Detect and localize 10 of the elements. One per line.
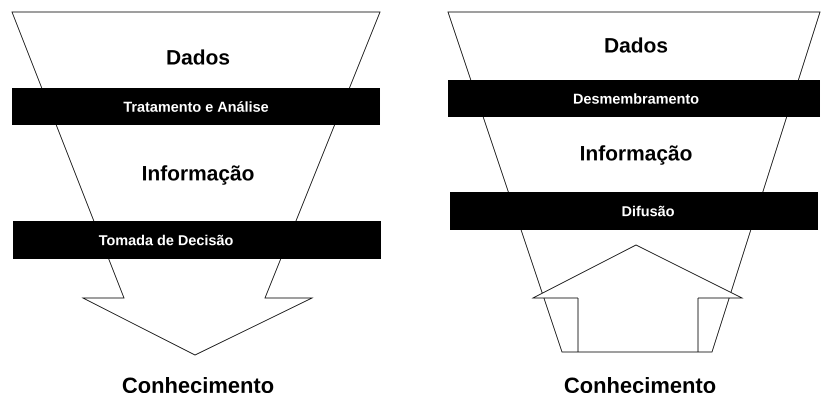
funnel-label: Dados	[605, 37, 668, 53]
step-band: Difusão	[450, 192, 818, 230]
funnel-label: Conhecimento	[564, 376, 716, 394]
step-band: Tratamento e Análise	[12, 88, 380, 125]
funnel-label: Dados	[167, 49, 230, 65]
funnel-label: Informação	[581, 145, 692, 165]
step-band: Tomada de Decisão	[13, 221, 381, 259]
step-band: Desmembramento	[448, 80, 820, 117]
funnel-label: Conhecimento	[122, 376, 274, 394]
funnel-label: Informação	[143, 165, 254, 185]
